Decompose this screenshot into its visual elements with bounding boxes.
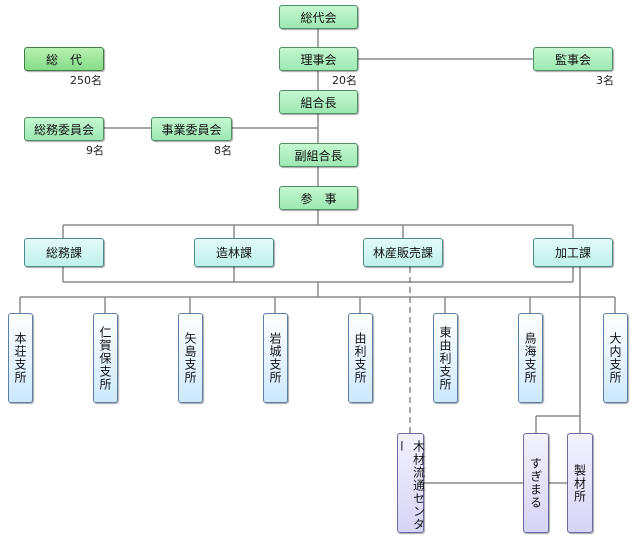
kanjikai-label: 監事会: [554, 52, 591, 67]
sanji-label: 参 事: [300, 191, 337, 206]
branch-choukai: 鳥海支所: [518, 313, 543, 403]
soudaikai-box: 総代会: [279, 5, 358, 29]
seizaisho-label: 製材所: [572, 463, 587, 503]
soumu-iinkai-count: 9名: [86, 144, 104, 157]
branch-label: 由利支所: [353, 332, 367, 384]
jigyou-iinkai-box: 事業委員会: [151, 117, 232, 141]
branch-label: 鳥海支所: [523, 332, 537, 384]
branch-honjou: 本荘支所: [8, 313, 33, 403]
sugimaru-box: すぎまる: [523, 433, 549, 533]
branch-label: 岩城支所: [268, 332, 282, 384]
branch-label: 仁賀保支所: [98, 325, 112, 391]
branch-yuri: 由利支所: [348, 313, 373, 403]
jigyou-iinkai-label: 事業委員会: [161, 122, 222, 137]
sugimaru-label: すぎまる: [528, 457, 543, 509]
sanji-box: 参 事: [279, 186, 358, 210]
seizaisho-box: 製材所: [567, 433, 593, 533]
branch-iwaki: 岩城支所: [263, 313, 288, 403]
soudaikai-label: 総代会: [300, 10, 337, 25]
division-soumuka: 総務課: [24, 238, 104, 267]
branch-higashiyuri: 東由利支所: [433, 313, 458, 403]
soumu-iinkai-box: 総務委員会: [24, 117, 104, 141]
division-label: 林産販売課: [372, 246, 433, 260]
branch-oouchi: 大内支所: [603, 313, 628, 403]
branch-label: 東由利支所: [438, 325, 452, 391]
jigyou-iinkai-count: 8名: [214, 144, 232, 157]
division-kakouka: 加工課: [533, 238, 613, 267]
kanjikai-count: 3名: [596, 74, 614, 87]
mokuzai-ryutsu-center: 木材流通センター: [395, 433, 426, 533]
division-label: 総務課: [45, 246, 82, 260]
branch-yashima: 矢島支所: [178, 313, 203, 403]
soudai-count: 250名: [70, 74, 102, 87]
rijikai-label: 理事会: [300, 52, 337, 67]
fukukumiaichou-box: 副組合長: [279, 143, 358, 167]
fukukumiaichou-label: 副組合長: [294, 148, 343, 163]
branch-label: 矢島支所: [183, 332, 197, 384]
division-rinsan-hanbaika: 林産販売課: [363, 238, 443, 267]
soudai-label: 総 代: [45, 52, 82, 67]
rijikai-box: 理事会: [279, 47, 358, 71]
kumiaichou-label: 組合長: [300, 95, 337, 110]
kumiaichou-box: 組合長: [279, 90, 358, 114]
branch-nikaho: 仁賀保支所: [93, 313, 118, 403]
kanjikai-box: 監事会: [533, 47, 613, 71]
mokuzai-label: 木材流通センター: [394, 440, 426, 531]
branch-label: 大内支所: [608, 332, 622, 384]
rijikai-count: 20名: [332, 74, 357, 87]
division-zourinka: 造林課: [194, 238, 274, 267]
branch-label: 本荘支所: [13, 332, 27, 384]
soumu-iinkai-label: 総務委員会: [33, 122, 94, 137]
division-label: 造林課: [215, 246, 252, 260]
soudai-box: 総 代: [24, 47, 104, 71]
division-label: 加工課: [554, 246, 591, 260]
